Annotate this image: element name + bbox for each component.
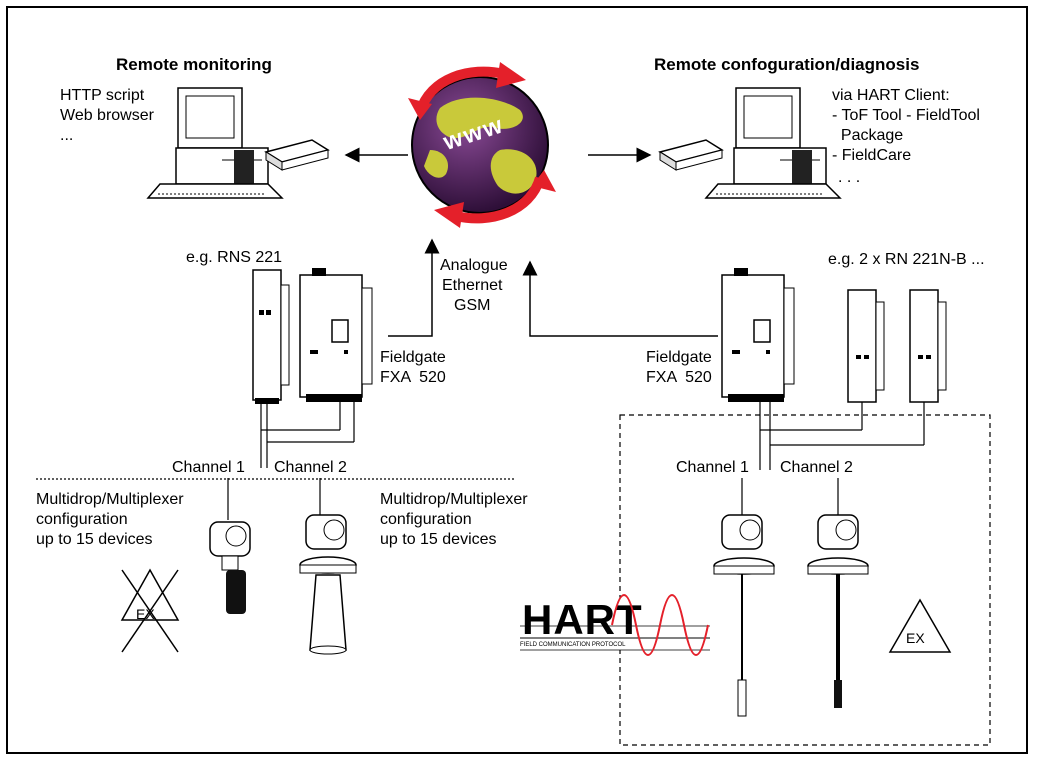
transmission-line-1: Analogue (440, 257, 508, 274)
right-computer (704, 87, 842, 199)
right-barrier-label: e.g. 2 x RN 221N-B ... (828, 251, 985, 268)
transmission-line-2: Ethernet (442, 277, 503, 294)
arrow-left-fieldgate-up (388, 238, 440, 337)
monitoring-line-1: HTTP script (60, 87, 145, 104)
arrow-right-fieldgate-up (522, 260, 718, 337)
ex-zone-box (619, 414, 991, 746)
left-sensor-probe (209, 521, 251, 614)
right-fieldgate-label-1: Fieldgate (646, 349, 712, 366)
left-barrier-device (252, 269, 290, 404)
right-fieldgate-label-2: FXA 520 (646, 369, 712, 386)
transmission-line-3: GSM (454, 297, 491, 314)
left-note-2: configuration (36, 511, 128, 528)
svg-text:HART: HART (522, 596, 643, 643)
config-line-2: - ToF Tool - FieldTool (832, 107, 980, 124)
right-wiring (741, 402, 925, 515)
monitoring-line-2: Web browser (60, 107, 154, 124)
config-line-3: Package (832, 127, 904, 144)
left-note-3: up to 15 devices (36, 531, 153, 548)
ex-zone-icon (888, 598, 952, 653)
non-ex-label: EX (136, 606, 155, 622)
www-globe-icon (408, 62, 556, 228)
hart-logo: HART FIELD COMMUNICATION PROTOCOL (520, 594, 710, 656)
middle-note-2: configuration (380, 511, 472, 528)
config-line-4: - FieldCare (832, 147, 912, 164)
diagram-frame (6, 6, 1028, 754)
left-note-1: Multidrop/Multiplexer (36, 491, 184, 508)
middle-note-3: up to 15 devices (380, 531, 497, 548)
right-fieldgate-device (721, 268, 795, 402)
right-barrier-device-1 (847, 289, 885, 403)
left-fieldgate-device (299, 268, 373, 402)
remote-config-title: Remote confoguration/diagnosis (654, 55, 920, 74)
non-ex-zone-icon (120, 568, 180, 653)
middle-note-1: Multidrop/Multiplexer (380, 491, 528, 508)
remote-monitoring-title: Remote monitoring (116, 55, 272, 74)
right-modem (658, 139, 724, 171)
right-barrier-device-2 (909, 289, 947, 403)
right-sensor-rod-2 (807, 514, 869, 708)
left-fieldgate-label-1: Fieldgate (380, 349, 446, 366)
ex-label: EX (906, 630, 925, 646)
left-radar-sensor (299, 514, 357, 655)
monitoring-line-3: ... (60, 127, 74, 144)
left-modem (264, 139, 330, 171)
left-channel-1-label: Channel 1 (172, 459, 245, 476)
right-channel-1-label: Channel 1 (676, 459, 749, 476)
left-barrier-label: e.g. RNS 221 (186, 249, 283, 266)
left-computer (146, 87, 284, 199)
left-wiring (227, 402, 355, 520)
config-line-5: . . . (838, 169, 861, 186)
right-sensor-rod-1 (713, 514, 775, 717)
left-channel-2-label: Channel 2 (274, 459, 347, 476)
right-channel-2-label: Channel 2 (780, 459, 853, 476)
config-line-1: via HART Client: (832, 87, 950, 104)
left-fieldgate-label-2: FXA 520 (380, 369, 446, 386)
svg-text:FIELD COMMUNICATION PROTOCOL: FIELD COMMUNICATION PROTOCOL (520, 642, 626, 648)
